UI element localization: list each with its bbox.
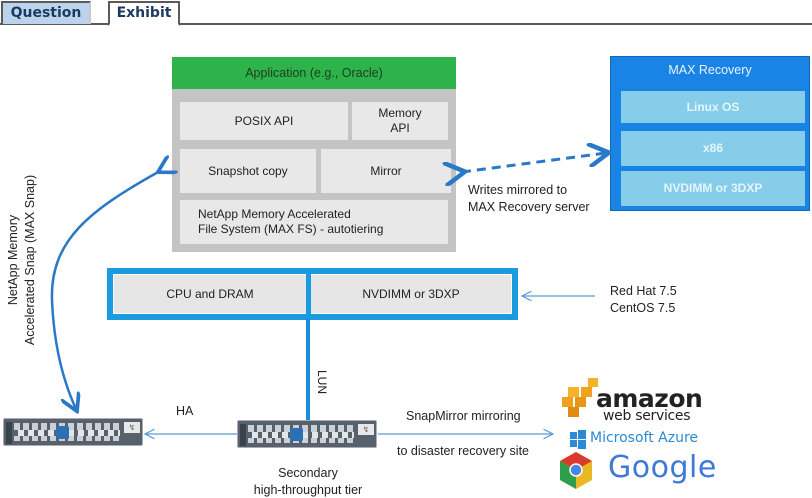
recovery-layer-linux: Linux OS (621, 91, 805, 123)
azure-logo-text: Microsoft Azure (590, 430, 699, 446)
memory-api-line1: Memory (378, 106, 422, 120)
google-logo-text: Google (608, 450, 717, 485)
google-cloud-icon (560, 452, 592, 489)
secondary-line1: Secondary (278, 466, 338, 480)
secondary-tier-label: Secondary high-throughput tier (244, 465, 372, 498)
application-layer: Application (e.g., Oracle) (172, 57, 456, 89)
tab-question[interactable]: Question (1, 1, 91, 24)
writes-mirror-arrow (462, 153, 606, 172)
memory-api-line2: API (390, 121, 410, 135)
recovery-layer-x86: x86 (621, 131, 805, 166)
ha-label: HA (176, 404, 194, 418)
hardware-divider (306, 271, 311, 317)
tab-underline (0, 23, 812, 25)
snapshot-copy-box: Snapshot copy (180, 149, 316, 193)
max-snap-line1: NetApp Memory (6, 214, 20, 306)
maxfs-line2: File System (MAX FS) - autotiering (198, 222, 384, 236)
mirror-box: Mirror (321, 149, 451, 193)
secondary-line2: high-throughput tier (253, 483, 363, 497)
memory-api-box: Memory API (352, 102, 448, 140)
os-line1: Red Hat 7.5 (610, 284, 677, 298)
aws-logo-subtext: web services (603, 408, 691, 424)
maxfs-box: NetApp Memory Accelerated File System (M… (180, 200, 448, 244)
secondary-server-icon: ↯ (237, 420, 377, 448)
dr-site-label: to disaster recovery site (397, 444, 529, 458)
max-snap-line2: Accelerated Snap (MAX Snap) (23, 174, 37, 346)
posix-api-box: POSIX API (180, 102, 348, 140)
primary-server-icon: ↯ (3, 418, 143, 446)
writes-line1: Writes mirrored to (468, 183, 568, 197)
aws-cubes-icon (562, 378, 598, 417)
tab-exhibit[interactable]: Exhibit (108, 1, 180, 26)
os-note: Red Hat 7.5 CentOS 7.5 (610, 283, 677, 317)
tab-bar: Question Exhibit (0, 0, 812, 26)
azure-windows-icon (570, 430, 586, 449)
os-line2: CentOS 7.5 (610, 301, 676, 315)
writes-mirrored-note: Writes mirrored to MAX Recovery server (468, 182, 590, 216)
maxfs-line1: NetApp Memory Accelerated (198, 207, 351, 221)
max-recovery-title: MAX Recovery (668, 63, 752, 77)
lun-label: LUN (315, 370, 329, 395)
cpu-dram-box: CPU and DRAM (114, 275, 306, 313)
nvdimm-box: NVDIMM or 3DXP (311, 275, 511, 313)
snapmirror-label: SnapMirror mirroring (406, 409, 521, 423)
recovery-layer-nvdimm: NVDIMM or 3DXP (621, 171, 805, 206)
writes-line2: MAX Recovery server (468, 200, 590, 214)
aws-logo-text: amazon (596, 384, 703, 413)
max-snap-label: NetApp Memory Accelerated Snap (MAX Snap… (5, 160, 39, 360)
